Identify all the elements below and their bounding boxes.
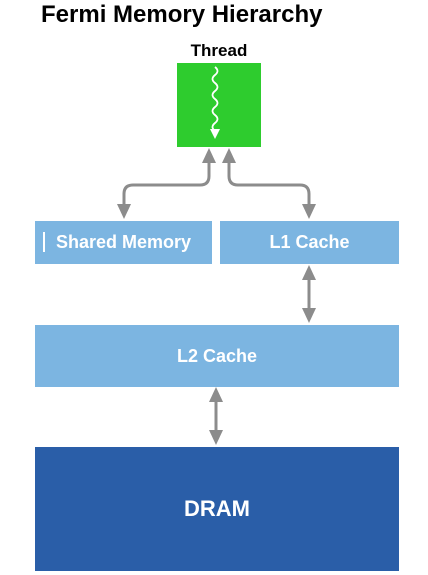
shared-memory-block: Shared Memory	[35, 221, 212, 264]
page-title: Fermi Memory Hierarchy	[41, 1, 323, 28]
l1-cache-label: L1 Cache	[269, 232, 350, 252]
shared-memory-label: Shared Memory	[55, 232, 192, 252]
thread-to-shared-arrow-line	[122, 160, 211, 206]
thread-label: Thread	[190, 41, 248, 60]
l2-cache-block: L2 Cache	[35, 325, 399, 387]
arrowhead-thread-right	[222, 148, 236, 163]
arrowhead-l1-top	[302, 204, 316, 219]
thread-to-l1-arrow-line	[227, 160, 311, 206]
dram-block: DRAM	[35, 447, 399, 571]
wavy-arrow-down-icon	[210, 66, 220, 139]
arrowhead-thread-left	[202, 148, 216, 163]
l2-cache-label: L2 Cache	[176, 345, 258, 366]
arrowhead-l1-bottom	[302, 265, 316, 280]
dram-label: DRAM	[184, 496, 250, 521]
arrowhead-l2-bottom	[209, 387, 223, 402]
shared-memory-edge-mark	[43, 232, 45, 252]
arrowhead-dram	[209, 430, 223, 445]
thread-box	[177, 63, 261, 147]
arrowhead-l2-top	[302, 308, 316, 323]
arrowhead-shared	[117, 204, 131, 219]
l1-cache-block: L1 Cache	[220, 221, 399, 264]
